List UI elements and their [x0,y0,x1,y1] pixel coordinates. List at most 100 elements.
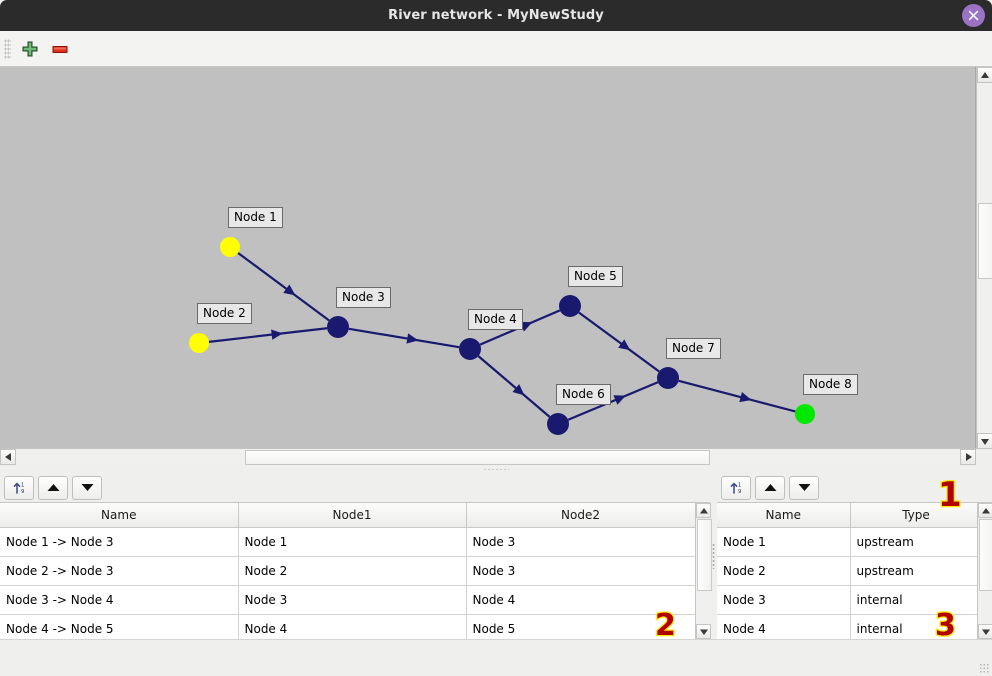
node-marker-node-3[interactable] [327,316,349,338]
table-cell[interactable]: Node 1 -> Node 3 [0,527,239,557]
window-resize-grip[interactable] [979,663,989,673]
scroll-down-icon[interactable] [977,433,992,449]
nodes-column-header[interactable]: Type [850,503,977,528]
graph-area: Node 1 Node 2 Node 3 Node 4 Node 5 Node 6 Node… [0,67,992,516]
vertical-scroll-thumb[interactable] [978,203,992,279]
table-cell[interactable]: Node 4 [238,614,467,639]
table-cell[interactable]: upstream [850,556,977,586]
horizontal-scroll-track[interactable] [16,449,960,465]
table-cell[interactable]: Node 2 -> Node 3 [0,556,239,586]
splitter-grip-icon [483,467,509,471]
table-cell[interactable]: Node 3 [466,556,695,586]
move-up-button[interactable] [38,475,68,500]
scroll-left-icon[interactable] [0,449,16,465]
node-marker-node-2[interactable] [189,333,209,353]
horizontal-splitter[interactable] [0,465,992,473]
node-label-node-3[interactable]: Node 3 [336,287,391,308]
table-cell[interactable]: Node 1 [717,527,851,557]
scroll-down-icon[interactable] [978,624,992,639]
node-marker-node-8[interactable] [795,404,815,424]
reaches-scroll-thumb[interactable] [697,519,712,591]
nodes-scroll-thumb[interactable] [979,519,992,591]
node-label-node-1[interactable]: Node 1 [228,207,283,228]
node-label-node-5[interactable]: Node 5 [568,266,623,287]
reaches-column-header[interactable]: Name [0,503,239,528]
scroll-up-icon[interactable] [977,67,992,83]
edge-line[interactable] [348,327,460,349]
table-cell[interactable]: Node 5 [466,614,695,639]
scroll-right-icon[interactable] [960,449,976,465]
reaches-column-header[interactable]: Node1 [238,503,467,528]
node-marker-node-5[interactable] [559,295,581,317]
edge-line[interactable] [237,252,330,322]
table-cell[interactable]: Node 2 [717,556,851,586]
table-cell[interactable]: Node 1 [238,527,467,557]
table-cell[interactable]: Node 3 [466,527,695,557]
table-cell[interactable]: Node 4 -> Node 5 [0,614,239,639]
edge-line[interactable] [578,311,660,373]
move-down-button[interactable] [72,475,102,500]
edge-line[interactable] [678,379,796,413]
canvas-horizontal-scrollbar[interactable] [0,448,976,465]
table-cell[interactable]: upstream [850,527,977,557]
sort-ascending-icon[interactable]: 1 9 [721,475,751,500]
edge-line[interactable] [477,355,551,418]
node-marker-node-7[interactable] [657,367,679,389]
table-cell[interactable]: Node 4 [717,614,851,639]
move-down-button[interactable] [789,475,819,500]
reaches-vertical-scrollbar[interactable] [695,503,712,639]
node-label-node-4[interactable]: Node 4 [468,309,523,330]
nodes-vertical-scrollbar[interactable] [977,503,992,639]
table-cell[interactable]: Node 3 -> Node 4 [0,585,239,615]
delete-node-button[interactable] [45,35,75,63]
add-node-button[interactable] [15,35,45,63]
edge-line[interactable] [567,381,659,421]
edge-arrow-icon [406,333,419,344]
table-cell[interactable]: Node 4 [466,585,695,615]
nodes-column-header[interactable]: Name [717,503,851,528]
node-label-node-6[interactable]: Node 6 [556,384,611,405]
table-cell[interactable]: Node 2 [238,556,467,586]
sort-ascending-icon[interactable]: 1 9 [4,475,34,500]
scroll-up-icon[interactable] [978,503,992,518]
edge-line[interactable] [208,327,328,343]
title-bar: River network - MyNewStudy [0,0,992,31]
close-icon[interactable] [962,4,985,27]
toolbar-drag-handle[interactable] [4,38,11,59]
node-marker-node-6[interactable] [547,413,569,435]
river-network-canvas[interactable]: Node 1 Node 2 Node 3 Node 4 Node 5 Node 6 Node… [0,67,976,448]
table-cell[interactable]: internal [850,585,977,615]
horizontal-scroll-thumb[interactable] [245,450,710,465]
node-marker-node-1[interactable] [220,237,240,257]
scroll-up-icon[interactable] [696,503,711,518]
node-label-node-2[interactable]: Node 2 [197,303,252,324]
table-cell[interactable]: Node 3 [717,585,851,615]
node-marker-node-4[interactable] [459,338,481,360]
move-up-button[interactable] [755,475,785,500]
node-label-node-7[interactable]: Node 7 [666,338,721,359]
node-label-node-8[interactable]: Node 8 [803,374,858,395]
table-cell[interactable]: internal [850,614,977,639]
scroll-down-icon[interactable] [696,624,711,639]
vertical-splitter[interactable] [710,473,717,639]
reaches-column-header[interactable]: Node2 [466,503,695,528]
canvas-vertical-scrollbar[interactable] [976,67,992,449]
table-cell[interactable]: Node 3 [238,585,467,615]
